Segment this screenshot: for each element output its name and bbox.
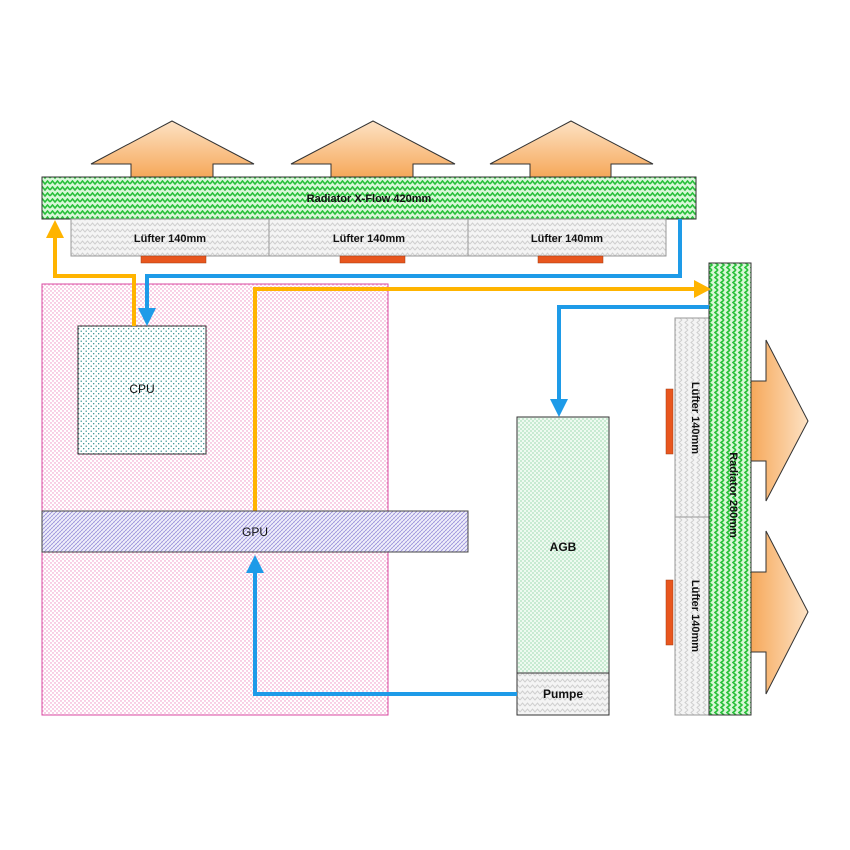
arrow-right-icon [750,339,809,502]
top-fan-1 [70,218,270,257]
gpu-label: GPU [242,525,268,539]
reservoir-label: AGB [550,540,577,554]
side-radiator [708,262,752,716]
arrow-up-icon [90,120,255,178]
top-fan-3-label: Lüfter 140mm [531,233,603,245]
warm-flow-lines [53,236,698,511]
side-fan-1-label: Lüfter 140mm [689,382,701,454]
airflow-right-arrows [750,339,809,695]
radiator-to-cpu-line [145,219,682,312]
side-fan-2-label: Lüfter 140mm [689,580,701,652]
cpu-block [77,325,207,455]
side-fan-2-motor [665,579,674,646]
arrow-head-down-icon [138,308,156,326]
top-fan-1-motor [140,255,207,264]
arrow-right-icon [750,530,809,695]
pump-label: Pumpe [543,687,583,701]
cold-flow-lines [145,219,709,696]
top-fan-2 [268,218,469,257]
arrow-head-down-icon [550,399,568,417]
cpu-to-radiator-line [53,236,136,326]
side-fans: Lüfter 140mm Lüfter 140mm [665,317,710,716]
top-fan-3-motor [537,255,604,264]
arrow-up-icon [489,120,654,178]
airflow-up-arrows [90,120,654,178]
side-radiator-label: Radiator 280mm [727,452,739,538]
side-radiator-to-reservoir-line [557,305,709,403]
top-radiator-label: Radiator X-Flow 420mm [307,193,432,205]
arrow-head-right-icon [694,280,711,298]
gpu-card [41,510,469,553]
arrow-up-icon [290,120,456,178]
top-radiator [41,176,697,220]
gpu-to-side-radiator-line [253,287,698,511]
pump-to-gpu-line [253,570,517,696]
top-fan-2-motor [339,255,406,264]
arrow-head-up-icon [46,220,64,238]
top-fan-2-label: Lüfter 140mm [333,233,405,245]
cpu-label: CPU [129,382,154,396]
top-fans: Lüfter 140mm Lüfter 140mm Lüfter 140mm [70,218,667,264]
side-fan-2 [674,516,710,716]
top-fan-1-label: Lüfter 140mm [134,233,206,245]
arrow-head-up-icon [246,555,264,573]
side-fan-1-motor [665,388,674,455]
